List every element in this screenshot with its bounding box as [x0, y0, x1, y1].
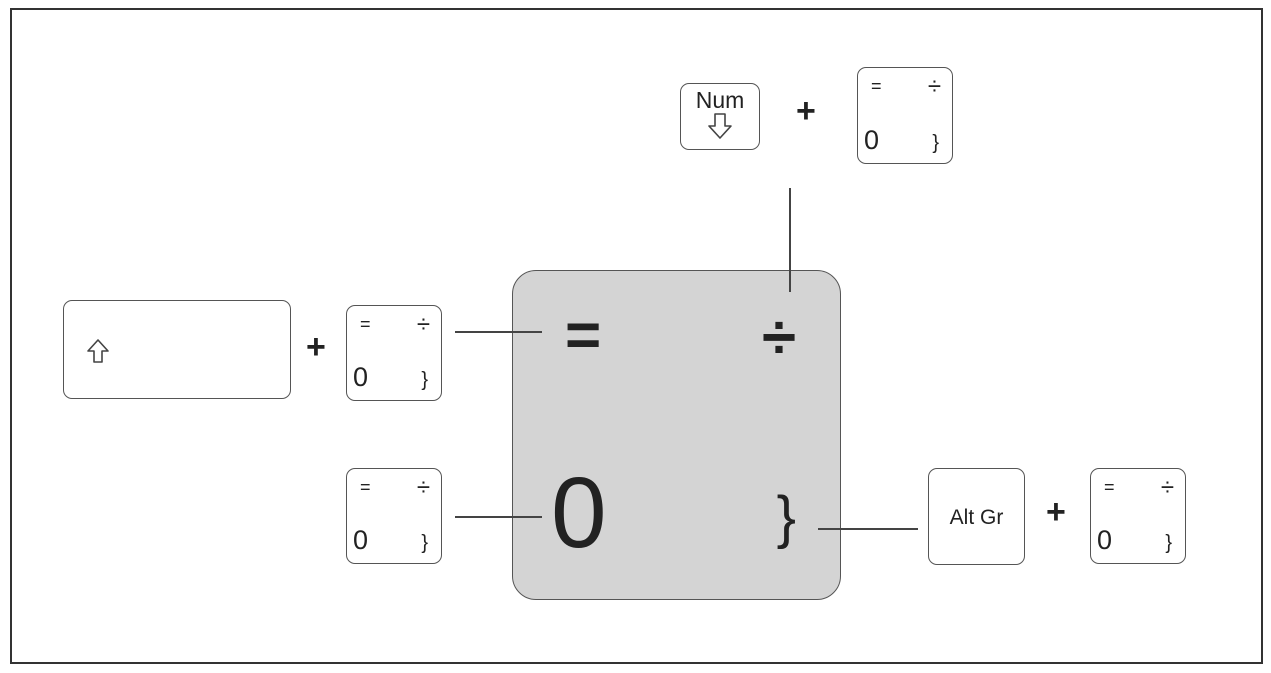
enlarged-key-divide: ÷ [761, 303, 796, 372]
num-key: Num [680, 83, 760, 150]
enlarged-key-equals: = [565, 301, 602, 370]
altgr-key: Alt Gr [928, 468, 1025, 565]
enlarged-key-brace: } [776, 485, 796, 550]
shift-key [63, 300, 291, 399]
key-char-divide: ÷ [1160, 474, 1174, 501]
down-arrow-icon [708, 113, 732, 139]
key-char-divide: ÷ [416, 311, 430, 338]
key-char-zero: 0 [353, 362, 369, 392]
key-zero-brace-left-bottom: = ÷ 0 } [346, 468, 442, 564]
key-char-zero: 0 [1097, 525, 1113, 555]
connector-line-right [818, 528, 918, 530]
key-char-equals: = [360, 477, 371, 497]
key-char-brace: } [932, 132, 939, 154]
key-zero-brace-top: = ÷ 0 } [857, 67, 953, 164]
connector-line-top [789, 188, 791, 292]
plus-sign: + [1046, 493, 1066, 531]
key-char-zero: 0 [353, 525, 369, 555]
key-char-brace: } [421, 532, 428, 554]
diagram-frame [10, 8, 1263, 664]
enlarged-key: = ÷ 0 } [512, 270, 841, 600]
num-key-label: Num [695, 87, 745, 113]
key-char-divide: ÷ [416, 474, 430, 501]
key-char-divide: ÷ [927, 73, 941, 100]
key-char-equals: = [871, 76, 882, 96]
key-zero-brace-right: = ÷ 0 } [1090, 468, 1186, 564]
key-zero-brace-left-top: = ÷ 0 } [346, 305, 442, 401]
key-char-brace: } [421, 369, 428, 391]
connector-line-left-top [455, 331, 542, 333]
plus-sign: + [796, 92, 816, 130]
up-arrow-icon [87, 339, 109, 363]
plus-sign: + [306, 328, 326, 366]
enlarged-key-zero: 0 [551, 457, 607, 569]
connector-line-left-bottom [455, 516, 542, 518]
key-char-zero: 0 [864, 125, 880, 155]
key-char-equals: = [1104, 477, 1115, 497]
key-char-brace: } [1165, 532, 1172, 554]
altgr-key-label: Alt Gr [949, 506, 1004, 529]
key-char-equals: = [360, 314, 371, 334]
